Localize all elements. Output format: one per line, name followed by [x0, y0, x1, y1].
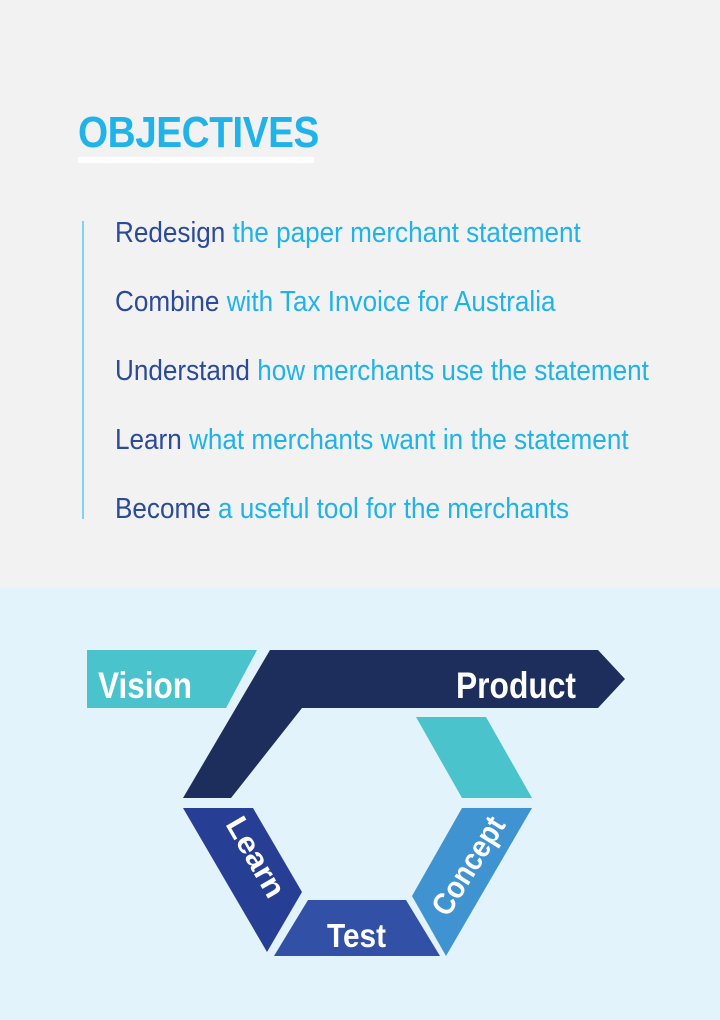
objective-item: Redesign the paper merchant statement: [115, 213, 649, 282]
objective-item: Become a useful tool for the merchants: [115, 489, 649, 558]
product-label: Product: [456, 665, 576, 706]
objective-text: how merchants use the statement: [257, 355, 649, 387]
objectives-panel: OBJECTIVES Redesign the paper merchant s…: [0, 0, 720, 588]
objective-text: what merchants want in the statement: [189, 424, 629, 456]
objective-item: Understand how merchants use the stateme…: [115, 351, 649, 420]
product-cycle-diagram: Vision Product Concept Test Learn: [87, 650, 625, 956]
objective-item: Learn what merchants want in the stateme…: [115, 420, 649, 489]
objectives-list: Redesign the paper merchant statement Co…: [115, 213, 708, 558]
test-label: Test: [327, 917, 386, 954]
test-segment: [274, 900, 440, 956]
title-underline: [78, 157, 314, 163]
objective-item: Combine with Tax Invoice for Australia: [115, 282, 649, 351]
concept-segment: [412, 808, 532, 956]
vision-segment: [87, 650, 257, 708]
vision-label: Vision: [98, 665, 192, 706]
objective-verb: Become: [115, 493, 211, 525]
connector-segment: [416, 717, 532, 798]
objective-text: with Tax Invoice for Australia: [226, 286, 556, 318]
objectives-title: OBJECTIVES: [78, 108, 319, 157]
objective-text: a useful tool for the merchants: [218, 493, 570, 525]
learn-segment: [183, 808, 302, 952]
objective-verb: Understand: [115, 355, 250, 387]
objective-text: the paper merchant statement: [232, 217, 581, 249]
objective-verb: Learn: [115, 424, 182, 456]
objective-verb: Combine: [115, 286, 220, 318]
product-segment: [183, 650, 625, 798]
objective-verb: Redesign: [115, 217, 226, 249]
objectives-divider-line: [82, 221, 84, 519]
